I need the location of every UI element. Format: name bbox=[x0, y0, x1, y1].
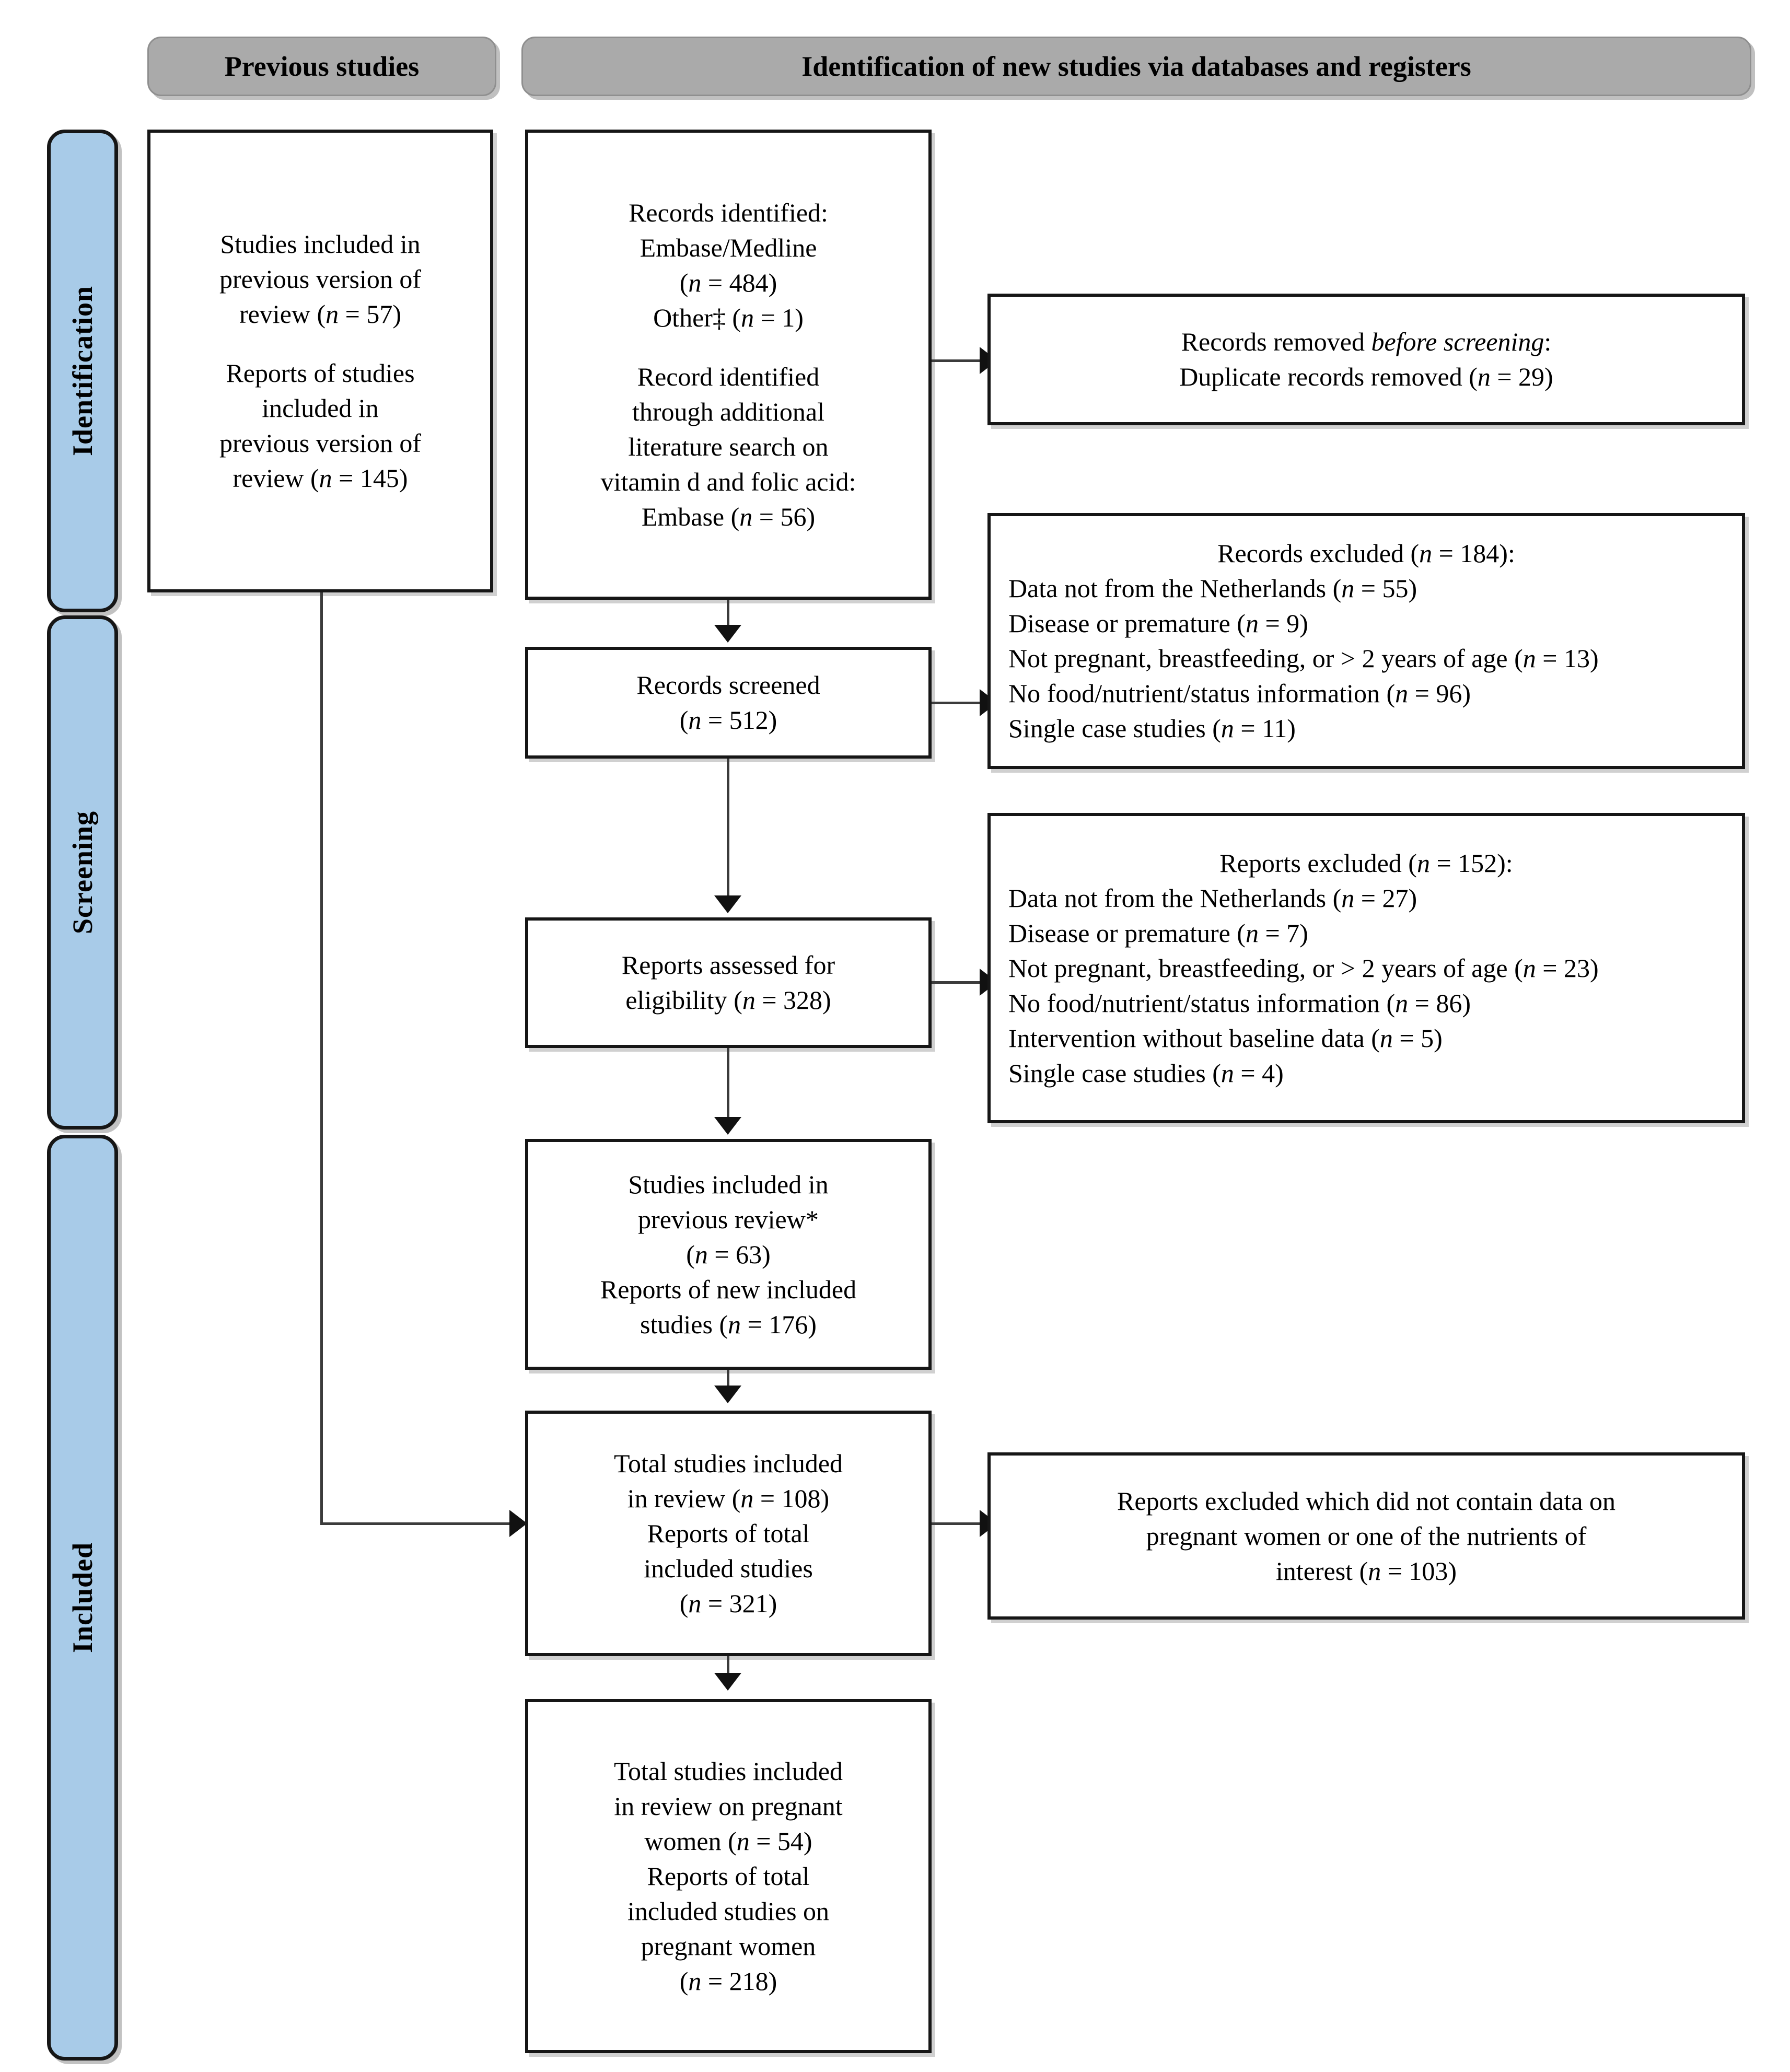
records-identified-line-9: Embase (n = 56) bbox=[641, 502, 816, 531]
records-screened-line-2: (n = 512) bbox=[679, 705, 777, 735]
box-reports-excluded-no-data: Reports excluded which did not contain d… bbox=[987, 1452, 1745, 1620]
connector-studies-to-total-arrowhead bbox=[714, 1386, 741, 1403]
stage-identification: Identification bbox=[47, 130, 118, 612]
records-excluded-item: Single case studies (n = 11) bbox=[1008, 714, 1296, 743]
records-identified-line-2: Embase/Medline bbox=[640, 232, 817, 262]
records-identified-line-1: Records identified: bbox=[629, 197, 828, 227]
previous-included-line-6: previous version of bbox=[219, 428, 422, 458]
studies-included-prev-line-2: previous review* bbox=[638, 1204, 819, 1234]
previous-included-line-7: review (n = 145) bbox=[233, 463, 408, 493]
studies-included-prev-line-4: Reports of new included bbox=[600, 1274, 857, 1304]
reports-excluded-nodata-line-1: Reports excluded which did not contain d… bbox=[1117, 1486, 1615, 1516]
reports-excluded-item: Not pregnant, breastfeeding, or > 2 year… bbox=[1008, 953, 1599, 983]
connector-assessed-to-excluded bbox=[932, 981, 984, 984]
connector-screened-to-excluded bbox=[932, 702, 984, 704]
total-pregnant-line-5: included studies on bbox=[627, 1896, 830, 1926]
reports-assessed-line-1: Reports assessed for bbox=[621, 950, 835, 980]
records-removed-line-1-c: : bbox=[1544, 327, 1552, 356]
studies-included-prev-line-5: studies (n = 176) bbox=[640, 1309, 817, 1339]
stage-included: Included bbox=[47, 1135, 118, 2061]
connector-assessed-to-studies-included bbox=[727, 1048, 729, 1126]
header-previous-studies: Previous studies bbox=[147, 37, 496, 96]
records-removed-line-1-a: Records removed bbox=[1181, 327, 1371, 356]
records-identified-line-7: literature search on bbox=[628, 432, 829, 461]
stage-included-label: Included bbox=[67, 1542, 98, 1654]
total-pregnant-line-1: Total studies included bbox=[613, 1756, 843, 1786]
total-pregnant-line-3: women (n = 54) bbox=[644, 1826, 812, 1856]
records-excluded-item: Not pregnant, breastfeeding, or > 2 year… bbox=[1008, 644, 1599, 673]
previous-included-spacer bbox=[168, 332, 472, 356]
header-new-studies-label: Identification of new studies via databa… bbox=[801, 50, 1471, 82]
total-included-line-3: Reports of total bbox=[647, 1518, 810, 1548]
reports-excluded-item: No food/nutrient/status information (n =… bbox=[1008, 988, 1471, 1018]
reports-excluded-item: Single case studies (n = 4) bbox=[1008, 1058, 1284, 1088]
connector-studies-to-total bbox=[727, 1370, 729, 1395]
records-excluded-item: Disease or premature (n = 9) bbox=[1008, 609, 1308, 638]
connector-identified-to-removed bbox=[932, 359, 984, 362]
total-pregnant-line-4: Reports of total bbox=[647, 1861, 810, 1891]
records-identified-line-5: Record identified bbox=[637, 362, 820, 391]
records-identified-line-3: (n = 484) bbox=[679, 267, 777, 297]
total-included-line-5: (n = 321) bbox=[679, 1588, 777, 1618]
records-removed-line-1: Records removed before screening: bbox=[1006, 324, 1726, 359]
box-records-removed-before-screening: Records removed before screening: Duplic… bbox=[987, 294, 1745, 425]
total-included-line-2: in review (n = 108) bbox=[627, 1483, 830, 1513]
total-pregnant-line-6: pregnant women bbox=[641, 1931, 816, 1961]
records-excluded-item: No food/nutrient/status information (n =… bbox=[1008, 679, 1471, 708]
connector-previous-to-total-horizontal bbox=[320, 1522, 514, 1525]
box-total-studies-included: Total studies included in review (n = 10… bbox=[525, 1411, 932, 1656]
reports-excluded-item: Intervention without baseline data (n = … bbox=[1008, 1023, 1443, 1053]
stage-identification-label: Identification bbox=[67, 285, 99, 457]
records-removed-line-2: Duplicate records removed (n = 29) bbox=[1179, 362, 1553, 391]
total-included-line-1: Total studies included bbox=[613, 1448, 843, 1478]
studies-included-prev-line-1: Studies included in bbox=[628, 1169, 829, 1199]
reports-excluded-item: Disease or premature (n = 7) bbox=[1008, 918, 1308, 948]
connector-previous-to-total-arrowhead bbox=[509, 1510, 527, 1537]
studies-included-prev-line-3: (n = 63) bbox=[686, 1239, 771, 1269]
box-records-screened: Records screened (n = 512) bbox=[525, 647, 932, 759]
stage-screening: Screening bbox=[47, 615, 118, 1130]
connector-total-to-excluded-nodata bbox=[932, 1522, 984, 1525]
reports-excluded-item: Data not from the Netherlands (n = 27) bbox=[1008, 883, 1417, 913]
box-records-identified: Records identified: Embase/Medline (n = … bbox=[525, 130, 932, 600]
previous-included-line-1: Studies included in bbox=[220, 229, 421, 259]
header-new-studies: Identification of new studies via databa… bbox=[521, 37, 1751, 96]
box-previous-studies-included: Studies included in previous version of … bbox=[147, 130, 493, 592]
records-identified-line-8: vitamin d and folic acid: bbox=[600, 467, 856, 496]
stage-screening-label: Screening bbox=[67, 811, 98, 934]
records-identified-line-6: through additional bbox=[632, 397, 824, 426]
reports-excluded-title: Reports excluded (n = 152): bbox=[1219, 848, 1513, 878]
reports-excluded-nodata-line-3: interest (n = 103) bbox=[1275, 1556, 1457, 1586]
header-previous-studies-label: Previous studies bbox=[224, 50, 420, 82]
total-pregnant-line-2: in review on pregnant bbox=[614, 1791, 843, 1821]
records-excluded-title: Records excluded (n = 184): bbox=[1217, 539, 1515, 568]
total-pregnant-line-7: (n = 218) bbox=[679, 1966, 777, 1996]
previous-included-line-5: included in bbox=[262, 393, 379, 423]
previous-included-line-4: Reports of studies bbox=[226, 358, 415, 388]
connector-previous-to-total-vertical bbox=[320, 592, 323, 1524]
box-total-studies-pregnant-women: Total studies included in review on preg… bbox=[525, 1699, 932, 2053]
records-removed-line-1-emphasis: before screening bbox=[1371, 327, 1544, 356]
box-reports-assessed: Reports assessed for eligibility (n = 32… bbox=[525, 917, 932, 1048]
reports-excluded-nodata-line-2: pregnant women or one of the nutrients o… bbox=[1146, 1521, 1587, 1551]
previous-included-line-2: previous version of bbox=[219, 264, 422, 294]
connector-total-to-pregnant-arrowhead bbox=[714, 1673, 741, 1691]
records-identified-line-4: Other‡ (n = 1) bbox=[653, 302, 804, 332]
records-identified-spacer bbox=[542, 335, 915, 359]
connector-identified-to-screened-arrowhead bbox=[714, 625, 741, 643]
connector-identified-to-screened bbox=[727, 600, 729, 634]
records-screened-line-1: Records screened bbox=[636, 670, 820, 700]
total-included-line-4: included studies bbox=[644, 1553, 813, 1583]
box-reports-excluded: Reports excluded (n = 152): Data not fro… bbox=[987, 813, 1745, 1123]
reports-assessed-line-2: eligibility (n = 328) bbox=[625, 985, 831, 1015]
connector-assessed-to-studies-included-arrowhead bbox=[714, 1117, 741, 1135]
connector-screened-to-assessed-arrowhead bbox=[714, 895, 741, 913]
records-excluded-item: Data not from the Netherlands (n = 55) bbox=[1008, 574, 1417, 603]
box-records-excluded: Records excluded (n = 184): Data not fro… bbox=[987, 513, 1745, 769]
connector-screened-to-assessed bbox=[727, 759, 729, 905]
connector-total-to-pregnant bbox=[727, 1656, 729, 1683]
box-studies-included-previous-review: Studies included in previous review* (n … bbox=[525, 1139, 932, 1370]
previous-included-line-3: review (n = 57) bbox=[239, 299, 402, 329]
